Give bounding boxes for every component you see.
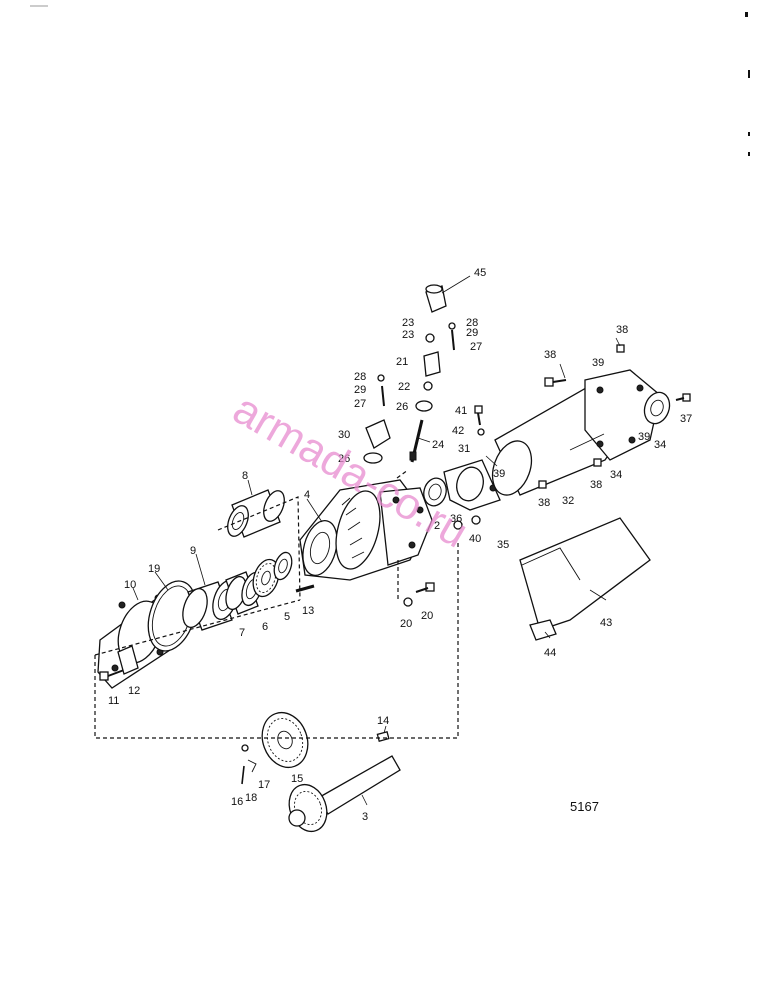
label-23-top: 23 bbox=[402, 329, 414, 341]
bolts-and-nuts bbox=[403, 344, 691, 607]
assembly-dashed-lines bbox=[94, 469, 459, 739]
washer-26 bbox=[363, 400, 433, 464]
label-10: 10 bbox=[124, 579, 136, 591]
parts-16-17-18 bbox=[241, 744, 257, 785]
label-39-right: 39 bbox=[638, 431, 650, 443]
label-39-top: 39 bbox=[592, 357, 604, 369]
adapter-22 bbox=[423, 333, 441, 391]
drawing-number: 5167 bbox=[570, 799, 599, 814]
label-38-left: 38 bbox=[538, 497, 550, 509]
label-41: 41 bbox=[455, 405, 467, 417]
shaft-3 bbox=[288, 755, 401, 833]
bearing-2 bbox=[423, 477, 447, 507]
label-5: 5 bbox=[284, 611, 290, 623]
gear-6 bbox=[252, 558, 280, 598]
gear-15 bbox=[261, 711, 309, 769]
bolt-11-lockplate-12 bbox=[99, 645, 139, 681]
label-18: 18 bbox=[245, 792, 257, 804]
label-16: 16 bbox=[231, 796, 243, 808]
label-42: 42 bbox=[452, 425, 464, 437]
shaft-24 bbox=[409, 419, 424, 463]
label-22: 21 bbox=[396, 356, 408, 368]
cover-43 bbox=[519, 517, 651, 641]
label-39-left: 39 bbox=[493, 468, 505, 480]
label-13: 13 bbox=[302, 605, 314, 617]
label-34-right: 34 bbox=[610, 469, 622, 481]
label-43: 43 bbox=[600, 617, 612, 629]
label-9: 9 bbox=[190, 545, 196, 557]
label-15: 15 bbox=[291, 773, 303, 785]
label-26-bottom: 26 bbox=[338, 453, 350, 465]
label-26-top: 26 bbox=[396, 401, 408, 413]
label-37: 38 bbox=[544, 349, 556, 361]
scan-marks bbox=[30, 5, 750, 156]
label-29-left: 29 bbox=[354, 384, 366, 396]
label-20: 20 bbox=[421, 610, 433, 622]
label-17: 17 bbox=[258, 779, 270, 791]
label-4: 4 bbox=[304, 489, 310, 501]
label-12: 12 bbox=[128, 685, 140, 697]
label-40: 40 bbox=[469, 533, 481, 545]
label-38-mid: 38 bbox=[590, 479, 602, 491]
label-30: 30 bbox=[338, 429, 350, 441]
label-28-left: 28 bbox=[354, 371, 366, 383]
screw-27-left bbox=[377, 374, 385, 407]
label-27-left: 27 bbox=[354, 398, 366, 410]
plate-30 bbox=[365, 419, 391, 449]
label-24: 24 bbox=[432, 439, 444, 451]
label-3: 3 bbox=[362, 811, 368, 823]
label-25: 23 bbox=[402, 317, 414, 329]
housing-4 bbox=[299, 479, 433, 581]
end-cap-33 bbox=[643, 391, 671, 425]
label-7: 7 bbox=[239, 627, 245, 639]
label-2: 2 bbox=[434, 520, 440, 532]
label-14: 14 bbox=[377, 715, 389, 727]
key-14 bbox=[376, 731, 390, 742]
label-31: 31 bbox=[458, 443, 470, 455]
label-36: 37 bbox=[680, 413, 692, 425]
label-34-left: 35 bbox=[497, 539, 509, 551]
label-32: 32 bbox=[562, 495, 574, 507]
label-33: 34 bbox=[654, 439, 666, 451]
label-19: 19 bbox=[148, 563, 160, 575]
label-27-right: 27 bbox=[470, 341, 482, 353]
label-23-bottom: 22 bbox=[398, 381, 410, 393]
label-38-top: 38 bbox=[616, 324, 628, 336]
part-labels: 45 23 23 28 29 27 21 28 29 27 22 26 30 2… bbox=[108, 267, 692, 823]
label-29-right: 29 bbox=[466, 327, 478, 339]
sender-45 bbox=[425, 284, 447, 313]
tube-32 bbox=[491, 369, 661, 496]
pin-13 bbox=[295, 584, 315, 593]
screw-27-right bbox=[448, 322, 456, 351]
label-21: 20 bbox=[400, 618, 412, 630]
leader-lines bbox=[132, 275, 621, 806]
bushing-8 bbox=[227, 489, 285, 538]
label-28-right: 28 bbox=[466, 317, 478, 329]
label-11: 11 bbox=[108, 695, 119, 707]
washer-5 bbox=[273, 551, 293, 581]
label-8: 8 bbox=[242, 470, 248, 482]
cover-31 bbox=[443, 459, 501, 511]
label-35: 36 bbox=[450, 513, 462, 525]
label-44: 44 bbox=[544, 647, 556, 659]
label-45: 45 bbox=[474, 267, 486, 279]
label-6: 6 bbox=[262, 621, 268, 633]
